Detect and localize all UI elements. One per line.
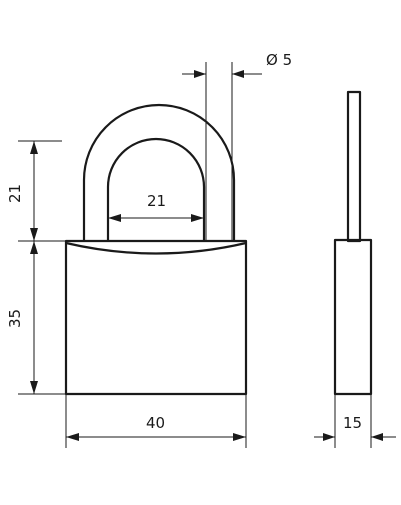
dimension-body-height: 35 bbox=[6, 241, 66, 395]
dimension-body-width: 40 bbox=[65, 394, 247, 448]
lock-body-front bbox=[64, 239, 248, 396]
lock-body-top-curve bbox=[65, 241, 247, 255]
label-body-thickness: 15 bbox=[343, 414, 362, 432]
dimension-shackle-diameter: Ø 5 bbox=[182, 51, 292, 241]
shackle-inner-outline bbox=[106, 137, 206, 241]
label-shackle-height: 21 bbox=[6, 184, 24, 203]
lock-body-side-view bbox=[333, 238, 373, 396]
label-body-height: 35 bbox=[6, 309, 24, 328]
label-shackle-inner-width: 21 bbox=[147, 192, 166, 210]
label-shackle-diameter: Ø 5 bbox=[266, 51, 292, 69]
shackle-outer-outline bbox=[82, 103, 236, 241]
label-body-width: 40 bbox=[146, 414, 165, 432]
dimension-shackle-height: 21 bbox=[6, 140, 66, 242]
shackle-side-view bbox=[346, 90, 362, 243]
dimension-shackle-inner-width: 21 bbox=[108, 192, 204, 222]
dimension-body-thickness: 15 bbox=[314, 394, 396, 448]
